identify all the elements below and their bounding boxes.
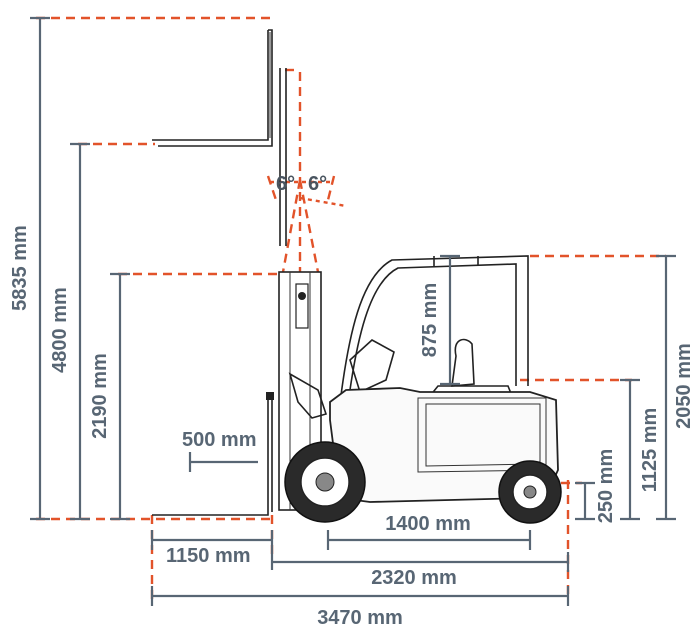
raised-forks: [152, 29, 287, 246]
label-2320: 2320 mm: [371, 567, 457, 589]
label-2190: 2190 mm: [89, 353, 111, 439]
label-2050: 2050 mm: [673, 343, 695, 429]
label-875: 875 mm: [419, 283, 441, 358]
label-4800: 4800 mm: [49, 287, 71, 373]
label-1125: 1125 mm: [639, 408, 661, 493]
label-1150: 1150 mm: [166, 545, 251, 567]
label-5835: 5835 mm: [9, 225, 31, 311]
tilt-forward-label: 6°: [276, 173, 295, 195]
forklift-body: [152, 255, 562, 524]
label-500: 500 mm: [182, 429, 257, 451]
label-250: 250 mm: [595, 449, 617, 524]
label-1400: 1400 mm: [385, 513, 471, 535]
tilt-backward-label: 6°: [308, 173, 327, 195]
dimension-lines: [30, 16, 676, 606]
label-3470: 3470 mm: [317, 607, 403, 629]
dimension-labels: 5835 mm 4800 mm 2190 mm 500 mm 875 mm 20…: [9, 173, 695, 629]
